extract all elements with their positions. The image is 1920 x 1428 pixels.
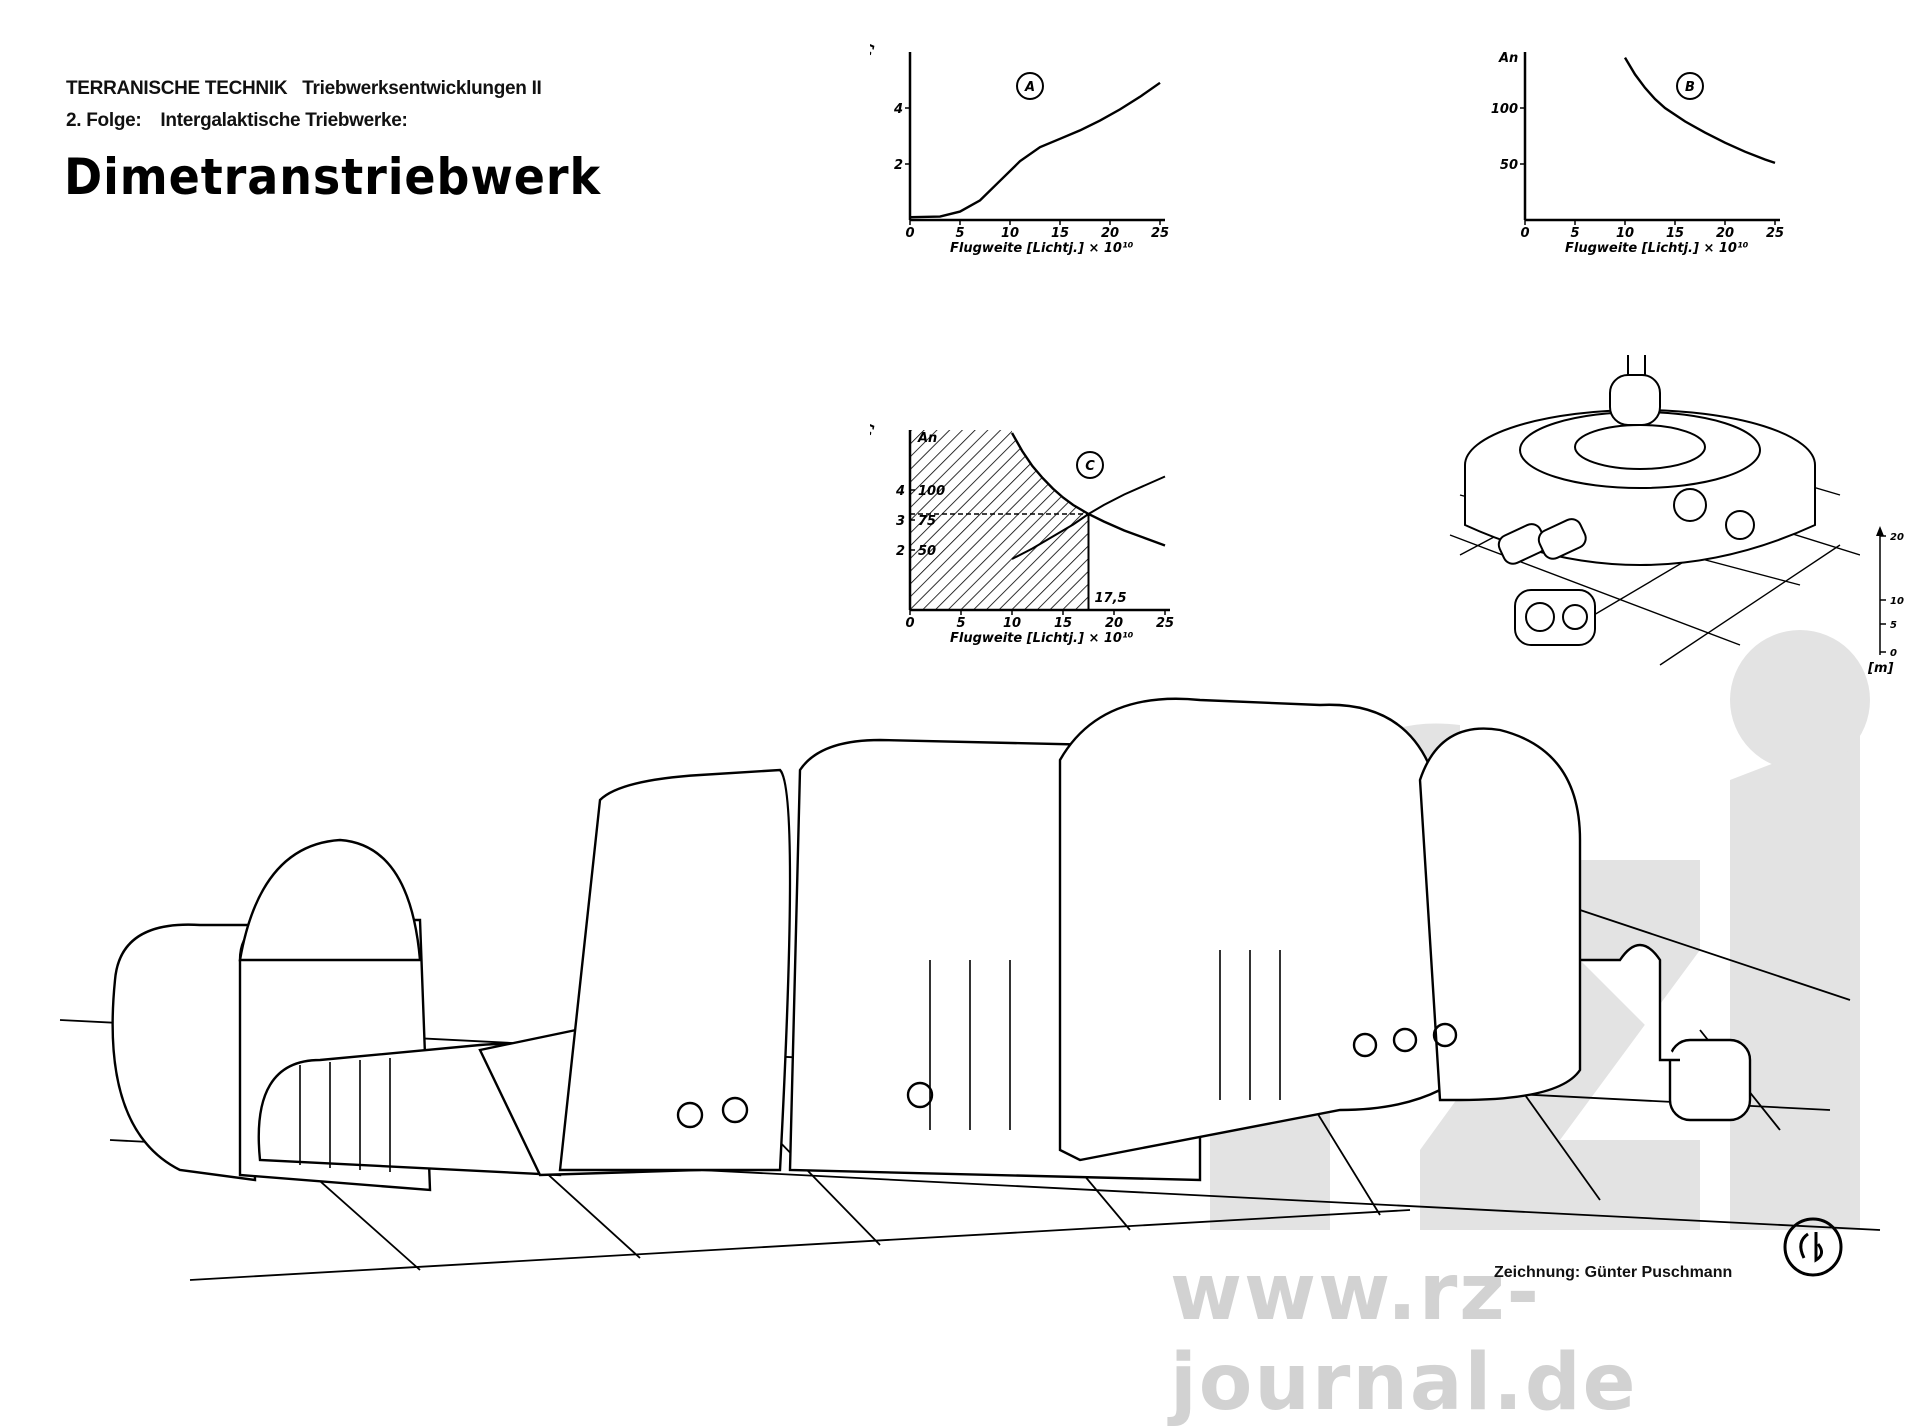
chart-b-ylabel: An [1498, 51, 1518, 66]
detail-nozzle-2 [1537, 518, 1587, 560]
y-tick-label-an: 50 [918, 544, 936, 559]
x-tick-label: 5 [956, 616, 965, 631]
y-tick-label: 2 [894, 158, 903, 173]
porthole-6 [1432, 1022, 1458, 1048]
engine-hull [111, 697, 1752, 1192]
x-tick-label: 10 [1616, 226, 1634, 241]
chart-c-shaded-region [910, 430, 1089, 610]
porthole-4 [1352, 1032, 1378, 1058]
chart-a-xlabel: Flugweite [Lichtj.] × 10¹⁰ [950, 241, 1134, 256]
x-tick-label: 5 [1570, 226, 1579, 241]
chart-b-xlabel: Flugweite [Lichtj.] × 10¹⁰ [1565, 241, 1749, 256]
x-tick-label: 0 [1520, 226, 1529, 241]
chart-b-axes [1523, 52, 1780, 222]
y-tick-label-e: 3 [896, 514, 905, 529]
x-tick-label: 20 [1101, 226, 1119, 241]
porthole-5 [1392, 1027, 1418, 1053]
front-block [1058, 697, 1442, 1162]
scale-tick-label: 20 [1890, 532, 1904, 543]
series-line-1 [1623, 56, 1776, 165]
front-cap [1418, 727, 1582, 1102]
coupler-unit [1668, 1038, 1752, 1122]
chart-b-x-ticks: 0 5 10 15 20 25 [1520, 220, 1784, 241]
drawing-credit: Zeichnung: Günter Puschmann [1494, 1264, 1733, 1281]
x-tick-label: 20 [1105, 616, 1123, 631]
rear-dome [238, 838, 422, 962]
chart-b: 0 5 10 15 20 25 50 100 B An Flugweite [Lichtj.… [1491, 51, 1784, 256]
engine-segments [299, 950, 1281, 1172]
x-tick-label: 15 [1051, 226, 1069, 241]
page-title: Dimetranstriebwerk [64, 148, 602, 206]
x-tick-label: 15 [1666, 226, 1684, 241]
x-tick-label: 25 [1766, 226, 1784, 241]
y-tick-label-e: 2 [896, 544, 905, 559]
porthole-2 [721, 1096, 749, 1124]
series-heading: TERRANISCHE TECHNIK Triebwerksentwicklun… [66, 78, 542, 100]
series-label: TERRANISCHE TECHNIK [66, 78, 288, 99]
scale-tick-label: 0 [1890, 648, 1897, 659]
chart-c-y-ticks: 2 3 4 50 75 100 [895, 484, 945, 559]
chart-c-ylabel-right: An [917, 431, 937, 446]
y-tick-label-an: 100 [918, 484, 945, 499]
detail-dome [1609, 374, 1661, 426]
y-tick-label: 100 [1491, 102, 1518, 117]
x-tick-label: 5 [955, 226, 964, 241]
scale-arrow [1876, 526, 1884, 536]
chart-a-y-ticks: 24 [893, 102, 910, 173]
detail-port-1 [1525, 602, 1555, 632]
series-line-1 [909, 81, 1161, 219]
episode-number: 2. Folge: [66, 110, 142, 131]
chart-a-axes [908, 52, 1165, 222]
detail-port-2 [1562, 604, 1588, 630]
signature-mark [1783, 1217, 1843, 1277]
rear-cap [111, 923, 257, 1182]
y-tick-label-e: 4 [895, 484, 905, 499]
x-tick-label: 10 [1001, 226, 1019, 241]
x-tick-label: 25 [1151, 226, 1169, 241]
y-tick-label: 4 [893, 102, 903, 117]
series-subtitle: Triebwerksentwicklungen II [302, 78, 542, 99]
engine-detail-drawing [1449, 355, 1860, 666]
coupler-pipe [1580, 943, 1680, 1062]
engine-main-drawing [59, 697, 1881, 1281]
chart-a-title: A [1024, 80, 1035, 95]
chart-b-y-ticks: 50 100 [1491, 102, 1525, 173]
y-tick-label-an: 75 [918, 514, 936, 529]
scale-bar: 20 10 5 0 [m] [1867, 526, 1904, 676]
chart-c-x-ticks: 0 5 10 15 20 25 [905, 610, 1174, 631]
x-tick-label: 0 [905, 616, 914, 631]
porthole-1 [676, 1101, 704, 1129]
scale-tick-label: 10 [1890, 596, 1904, 607]
x-tick-label: 20 [1716, 226, 1734, 241]
chart-c-xlabel: Flugweite [Lichtj.] × 10¹⁰ [950, 631, 1134, 646]
chart-c-title-circle [1076, 451, 1104, 479]
mid-housing [558, 768, 792, 1172]
engine-portholes [676, 1022, 1458, 1129]
detail-port-4 [1725, 510, 1755, 540]
scale-unit: [m] [1867, 661, 1893, 676]
chart-b-series [1623, 56, 1776, 165]
scale-tick-label: 5 [1890, 620, 1897, 631]
chart-a-title-circle [1016, 72, 1044, 100]
episode-heading: 2. Folge: Intergalaktische Triebwerke: [66, 110, 408, 132]
x-tick-label: 15 [1054, 616, 1072, 631]
x-tick-label: 0 [905, 226, 914, 241]
series-line-1 [1010, 432, 1166, 547]
chart-a-x-ticks: 0 5 10 15 20 25 [905, 220, 1169, 241]
chart-a-series [909, 81, 1161, 219]
chart-c-title: C [1085, 459, 1095, 474]
x-tick-label: 10 [1003, 616, 1021, 631]
chart-b-title: B [1685, 80, 1695, 95]
chart-c-annotation: 17,5 [1095, 591, 1127, 606]
y-tick-label: 50 [1500, 158, 1518, 173]
episode-title: Intergalaktische Triebwerke: [160, 110, 408, 131]
scale-ticks: 20 10 5 0 [1880, 532, 1904, 659]
x-tick-label: 25 [1156, 616, 1174, 631]
detail-port-3 [1673, 488, 1707, 522]
chart-b-title-circle [1676, 72, 1704, 100]
porthole-3 [906, 1081, 934, 1109]
